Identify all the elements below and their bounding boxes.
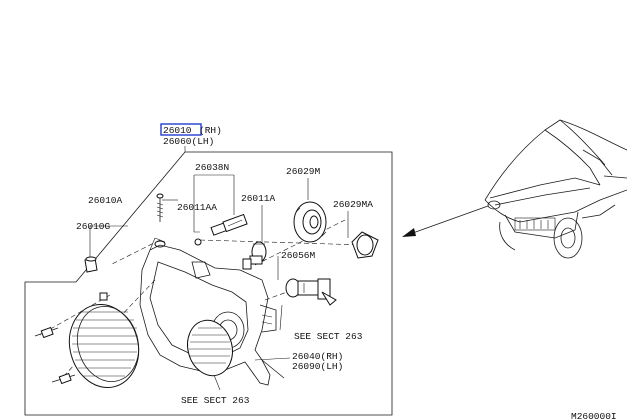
fasteners <box>34 292 108 385</box>
label-26010: 26010 <box>163 125 192 136</box>
bulb-26011aa <box>194 213 248 246</box>
label-26029ma: 26029MA <box>333 199 373 210</box>
label-26011a: 26011A <box>241 193 276 204</box>
label-see-sect-right: SEE SECT 263 <box>294 331 363 342</box>
bulb-26011a <box>242 241 267 270</box>
vehicle-front-view <box>484 119 627 259</box>
headlamp-housing <box>139 237 285 386</box>
label-26040-rh: 26040(RH) <box>292 351 343 362</box>
part-labels: 26010 (RH) 26060(LH) 26038N 26011AA 2601… <box>76 125 617 420</box>
label-26090-lh: 26090(LH) <box>292 361 343 372</box>
label-26038n: 26038N <box>195 162 229 173</box>
bulb-26056m <box>285 278 337 306</box>
label-26010a: 26010A <box>88 195 123 206</box>
fog-lamp <box>187 319 233 377</box>
label-26029m: 26029M <box>286 166 321 177</box>
label-26010-rh: (RH) <box>199 125 222 136</box>
screw-26010a <box>154 193 166 248</box>
front-lens <box>68 303 140 389</box>
label-26060-lh: 26060(LH) <box>163 136 214 147</box>
label-see-sect-bottom: SEE SECT 263 <box>181 395 250 406</box>
leader-lines <box>89 174 349 391</box>
grommet-26010g <box>84 256 98 273</box>
socket-26029m <box>293 201 327 243</box>
assembly-frame <box>24 146 393 416</box>
label-26011aa: 26011AA <box>177 202 217 213</box>
selected-part-highlight <box>160 123 202 136</box>
figure-code: M260000I <box>571 411 617 420</box>
label-26056m: 26056M <box>281 250 316 261</box>
location-arrow <box>402 205 489 237</box>
label-26010g: 26010G <box>76 221 111 232</box>
cap-26029ma <box>351 231 379 259</box>
